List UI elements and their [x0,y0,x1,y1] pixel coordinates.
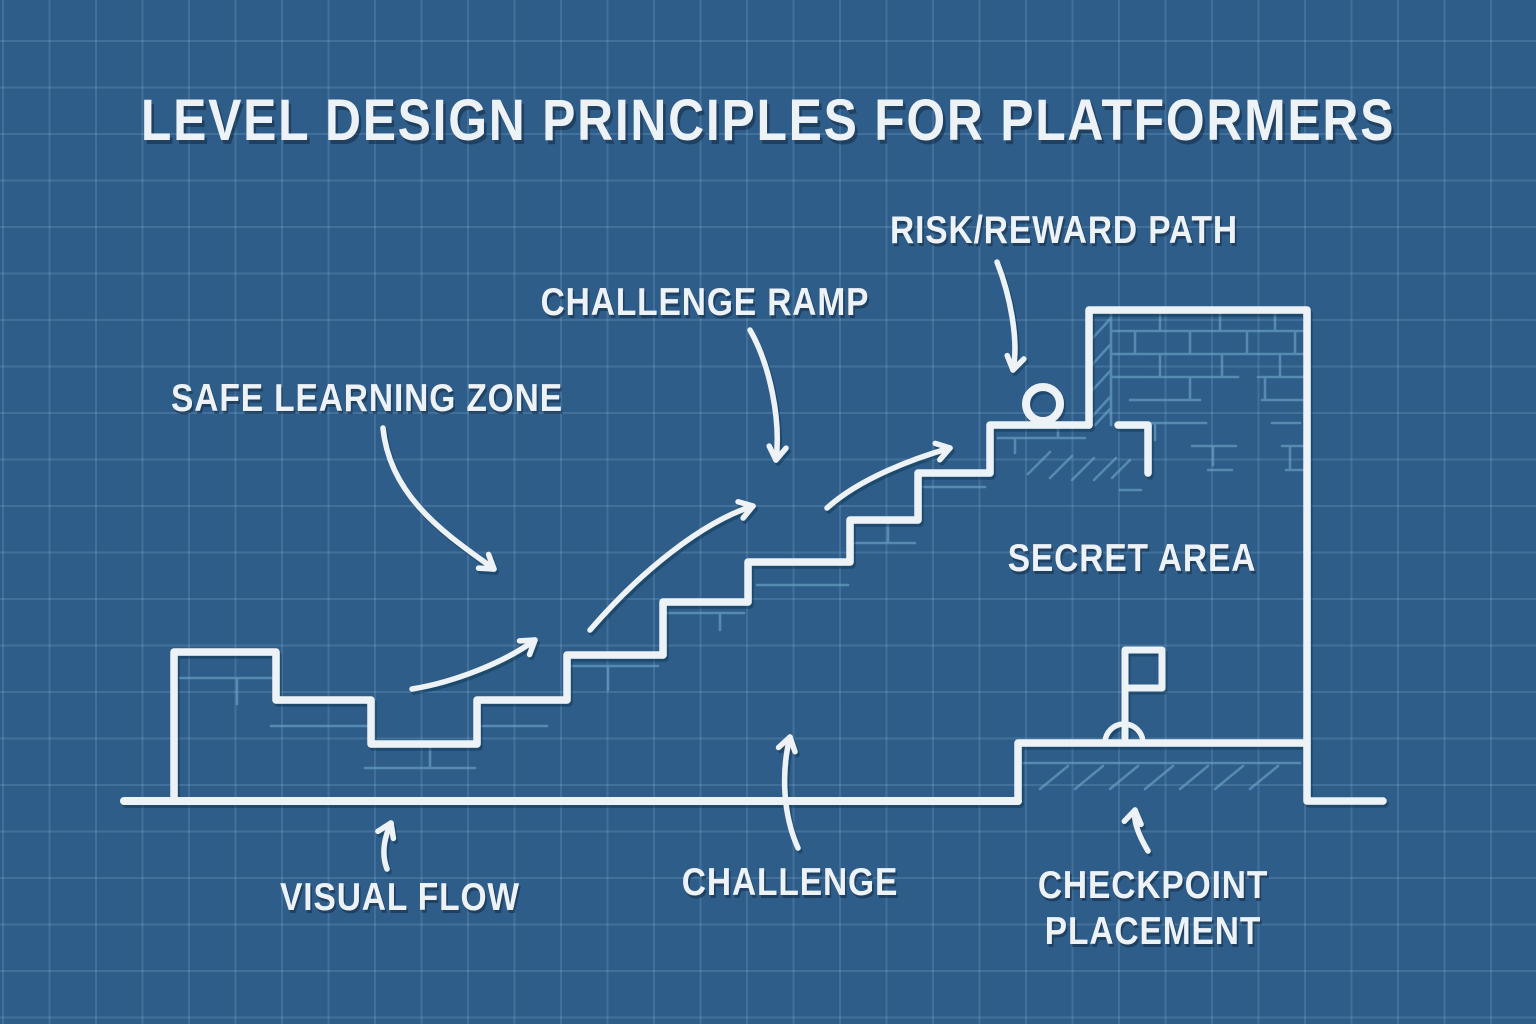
challenge-ramp-arrow [747,327,789,463]
label-checkpoint-placement: CHECKPOINT PLACEMENT [1038,863,1268,955]
label-challenge-ramp: CHALLENGE RAMP [540,281,870,324]
hatch-marks [1026,450,1132,482]
brick-course [996,423,1087,455]
diagram-title: LEVEL DESIGN PRINCIPLES FOR PLATFORMERS [140,88,1396,153]
secret-wall-outline [1085,306,1387,805]
terrain-steps-outline [170,421,1093,805]
checkpoint-hatch [1021,761,1302,791]
secret-passage-ledge [1114,421,1152,477]
risk-reward-arrow [994,259,1027,373]
label-safe-learning-zone: SAFE LEARNING ZONE [171,377,563,420]
label-challenge: CHALLENGE [681,861,899,904]
checkpoint-arrow [1121,807,1151,854]
wall-hatch-column [1087,311,1113,427]
brick-course [663,611,746,632]
checkpoint-platform-outline [1014,739,1311,805]
safe-learning-zone-arrow [380,425,497,572]
label-checkpoint-line1: CHECKPOINT [1037,864,1269,907]
coin-icon [1022,383,1064,425]
wall-bricks [1110,308,1308,492]
label-visual-flow: VISUAL FLOW [280,876,520,919]
flow-swoosh-arrow-2 [587,499,756,633]
brick-course [363,742,477,770]
label-checkpoint-line2: PLACEMENT [1044,910,1262,953]
visual-flow-arrow [375,820,397,872]
checkpoint-mound [1102,721,1146,746]
brick-course [178,676,279,706]
flow-swoosh-arrow-1 [409,637,538,692]
challenge-arrow [775,734,801,851]
flow-swoosh-arrow-3 [824,440,953,511]
blueprint-detail-lines [178,308,1308,791]
label-risk-reward-path: RISK/REWARD PATH [890,209,1238,252]
checkpoint-flag-icon [1121,646,1166,742]
brick-course [565,664,660,692]
label-secret-area: SECRET AREA [1007,537,1257,580]
flow-arrows [375,259,1151,872]
brick-course [853,518,917,545]
level-outline-group [120,259,1387,872]
